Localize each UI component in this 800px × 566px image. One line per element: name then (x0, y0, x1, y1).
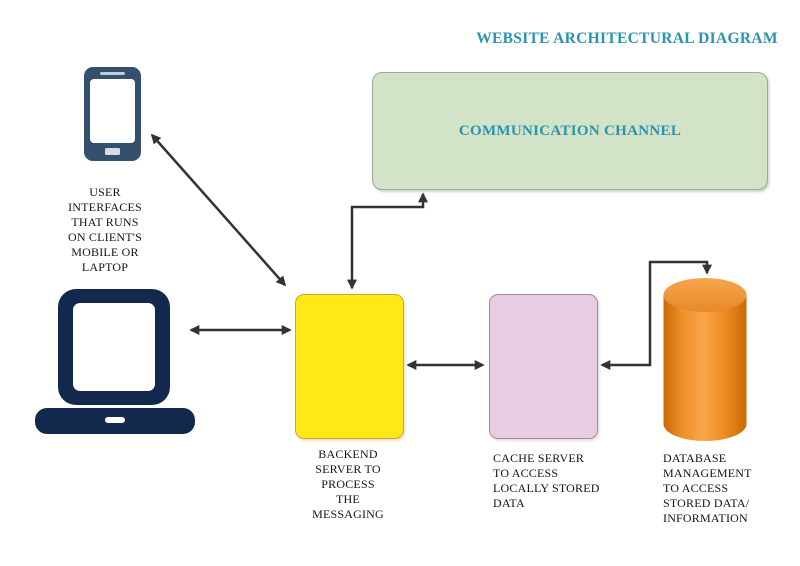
connector-backend-channel (347, 192, 428, 290)
user-interfaces-label: USER INTERFACES THAT RUNS ON CLIENT'S MO… (67, 185, 143, 274)
cache-server-label: CACHE SERVER TO ACCESS LOCALLY STORED DA… (493, 451, 600, 510)
backend-server-label: BACKEND SERVER TO PROCESS THE MESSAGING (312, 447, 384, 521)
smartphone-icon (84, 67, 141, 161)
connector-phone-backend (150, 133, 287, 287)
database-label: DATABASE MANAGEMENT TO ACCESS STORED DAT… (663, 451, 752, 525)
laptop-icon (35, 289, 195, 434)
communication-channel-box: COMMUNICATION CHANNEL (372, 72, 768, 190)
communication-channel-label: COMMUNICATION CHANNEL (458, 122, 682, 139)
backend-server-box (295, 294, 404, 439)
cache-server-box (489, 294, 598, 439)
connector-cache-database (600, 260, 712, 370)
page-title: WEBSITE ARCHITECTURAL DIAGRAM (476, 30, 778, 47)
